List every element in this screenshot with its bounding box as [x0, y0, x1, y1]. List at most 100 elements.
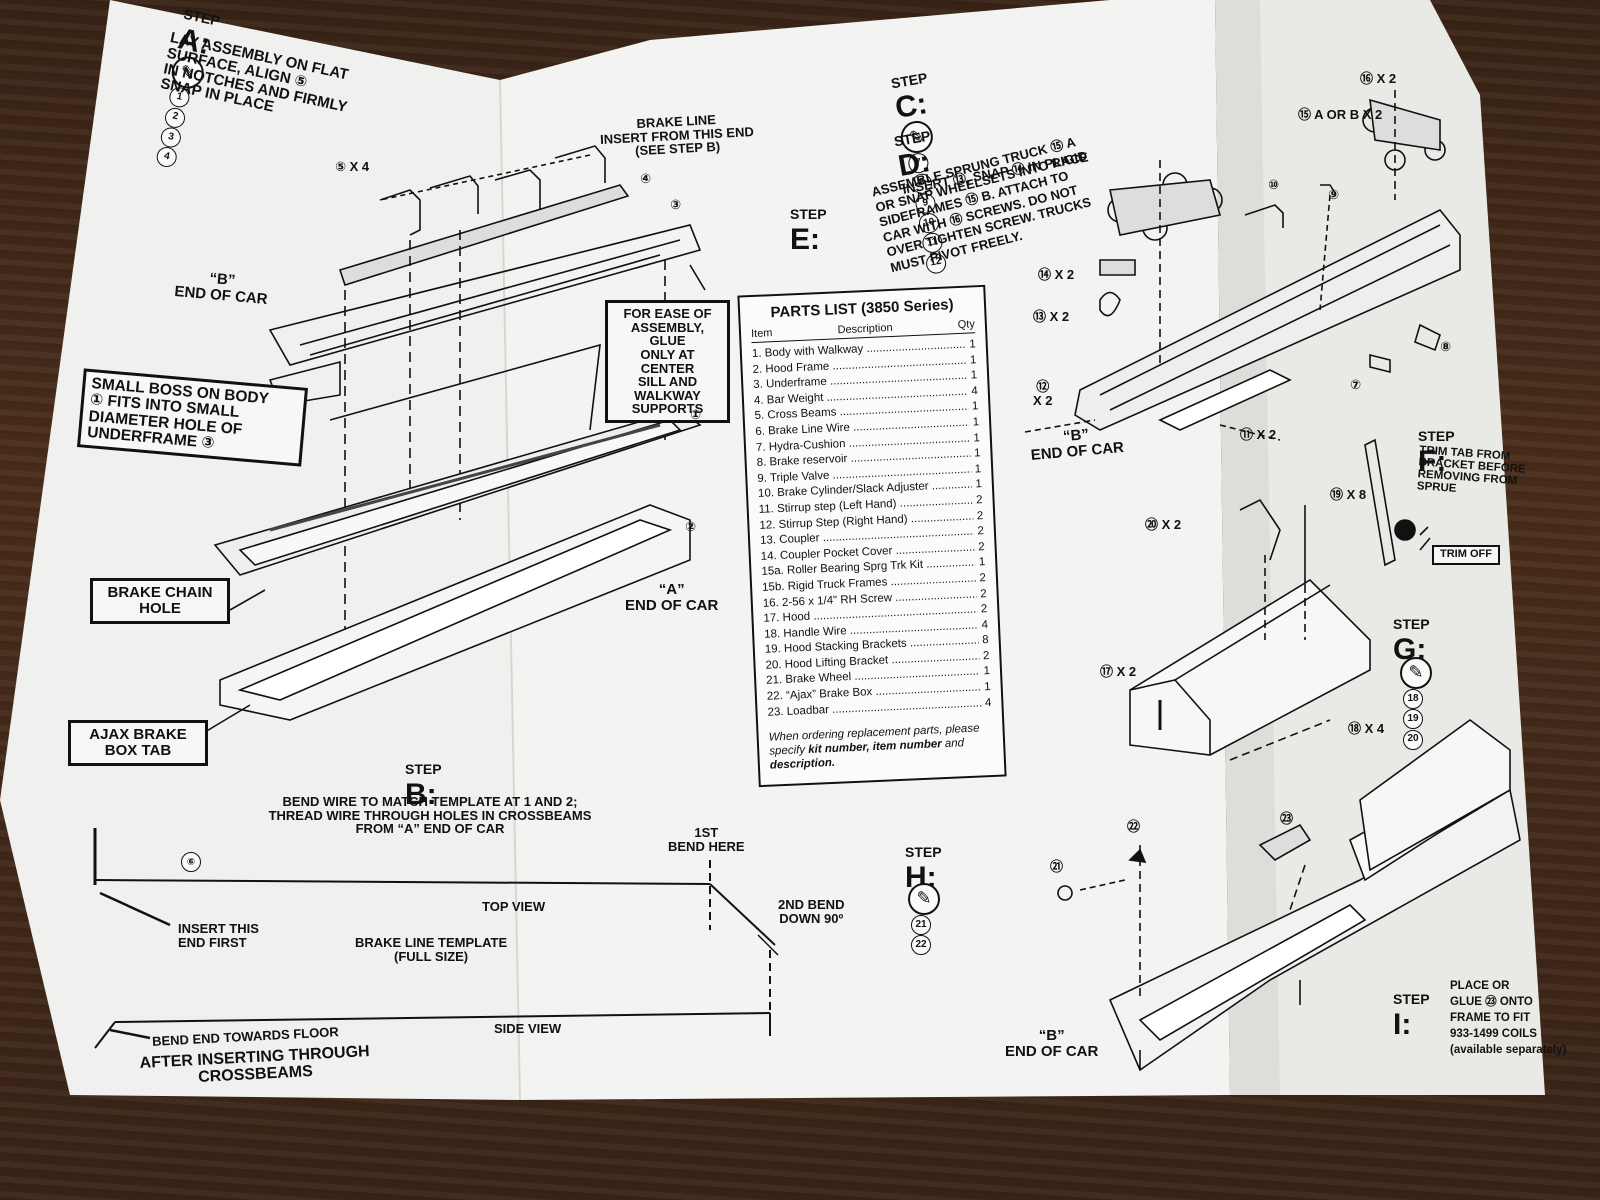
- template-part-6: ⑥: [181, 852, 201, 872]
- parts-list-rows: 1. Body with Walkway12. Hood Frame13. Un…: [752, 337, 992, 721]
- part-qty: 2: [975, 494, 983, 507]
- part-17-callout: ⑰ x 2: [1100, 664, 1137, 679]
- step-a-part-4: 4: [154, 145, 179, 169]
- part-qty: 1: [971, 400, 979, 413]
- step-f-word: STEP: [1418, 427, 1455, 444]
- insert-end-first-label: INSERT THIS END FIRST: [178, 921, 259, 950]
- step-b-instructions: BEND WIRE TO MATCH TEMPLATE AT 1 AND 2; …: [268, 794, 592, 837]
- part-qty: 2: [979, 571, 987, 585]
- part-qty: 1: [974, 462, 982, 476]
- step-g-part-18: 18: [1403, 689, 1423, 710]
- part-qty: 1: [973, 431, 981, 445]
- part-16-callout: ⑯ x 2: [1360, 71, 1397, 86]
- parts-list-note: When ordering replacement parts, please …: [768, 721, 994, 773]
- col-item: Item: [750, 327, 773, 341]
- step-e-header: STEP E:: [790, 190, 827, 255]
- step-h-part-22: 22: [911, 935, 931, 956]
- part-19-callout: ⑲ x 8: [1330, 487, 1367, 502]
- step-i-word: STEP: [1393, 990, 1430, 1007]
- first-bend-label: 1st BEND HERE: [668, 825, 745, 854]
- step-a-part-2: 2: [163, 105, 187, 130]
- part-qty: 2: [976, 509, 984, 522]
- step-g-part-20: 20: [1403, 729, 1423, 750]
- part-qty: 4: [971, 385, 979, 398]
- step-i-header: STEP I:: [1393, 975, 1430, 1040]
- col-qty: Qty: [957, 318, 976, 332]
- part-18-callout: ⑱ x 4: [1348, 721, 1385, 736]
- step-h-part-21: 21: [911, 915, 931, 936]
- part-7-callout: ⑦: [1350, 377, 1362, 392]
- second-bend-label: 2nd BEND DOWN 90º: [778, 897, 845, 926]
- part-qty: 2: [982, 649, 990, 663]
- part-14-callout: ⑭ x 2: [1038, 267, 1075, 282]
- trim-off-label: TRIM OFF: [1432, 545, 1500, 565]
- part-qty: 1: [969, 338, 976, 351]
- a-end-of-car: “A” END OF CAR: [625, 581, 719, 614]
- part-2-callout: ②: [685, 519, 697, 534]
- part-13-callout: ⑬ x 2: [1033, 309, 1070, 324]
- step-f-instructions: TRIM TAB FROM BRACKET BEFORE REMOVING FR…: [1416, 444, 1527, 496]
- part-qty: 2: [977, 525, 985, 538]
- step-i-letter: I:: [1393, 1007, 1412, 1041]
- glue-tube-icon-h: ✎: [908, 882, 940, 915]
- step-g-header: STEP G:: [1393, 600, 1430, 665]
- step-a-part-3: 3: [159, 125, 183, 150]
- brake-chain-hole-callout: BRAKE CHAIN HOLE: [90, 578, 230, 624]
- exploded-car-drawing: [199, 145, 706, 736]
- note-mid: and: [941, 737, 965, 751]
- parts-list-table: PARTS LIST (3850 Series) Item Descriptio…: [737, 284, 1007, 788]
- part-qty: 1: [973, 447, 981, 460]
- parts-list-title: PARTS LIST (3850 Series): [770, 296, 954, 322]
- brake-line-insert-callout: BRAKE LINE INSERT FROM THIS END (SEE STE…: [599, 111, 755, 159]
- part-20-callout: ⑳ x 2: [1145, 517, 1182, 532]
- part-23-callout: ㉓: [1280, 811, 1294, 826]
- step-b-word: STEP: [405, 760, 442, 777]
- step-h-parts: ✎ 21 22: [908, 866, 946, 956]
- part-11-callout: ⑪ x 2: [1240, 427, 1277, 442]
- brake-line-template-drawing: [93, 828, 779, 1049]
- step-b-letter: B:: [405, 777, 437, 811]
- template-title: BRAKE LINE TEMPLATE (FULL SIZE): [355, 935, 508, 964]
- part-qty: 1: [969, 353, 977, 367]
- b-end-of-car-bottom: “B” END OF CAR: [1005, 1027, 1099, 1060]
- part-qty: 2: [979, 587, 987, 600]
- part-15-callout: ⑮ a or b x 2: [1298, 107, 1383, 122]
- part-1-callout: ①: [690, 407, 702, 422]
- part-qty: 1: [978, 556, 986, 569]
- part-4-callout: ④: [640, 171, 652, 186]
- part-12-callout: ⑫ x 2: [1033, 379, 1053, 408]
- part-qty: 2: [977, 540, 985, 554]
- step-b-header: STEP B:: [405, 745, 442, 810]
- part-5-callout: ⑤ x 4: [335, 159, 370, 174]
- step-g-part-19: 19: [1403, 709, 1423, 730]
- step-f-letter: F:: [1418, 444, 1447, 478]
- part-3-callout: ③: [670, 197, 682, 212]
- ease-of-assembly-callout: FOR EASE OF ASSEMBLY, GLUE ONLY AT CENTE…: [605, 300, 730, 424]
- part-10-callout: ⑩: [1268, 177, 1280, 192]
- part-qty: 2: [980, 603, 988, 616]
- step-g-word: STEP: [1393, 615, 1430, 632]
- col-description: Description: [837, 321, 893, 337]
- side-view-label: SIDE VIEW: [494, 1021, 562, 1036]
- part-qty: 4: [984, 696, 992, 709]
- glue-tube-icon-g: ✎: [1400, 656, 1432, 689]
- step-g-parts: ✎ 18 19 20: [1400, 640, 1438, 750]
- trucks-underframe-drawing: [1024, 90, 1461, 567]
- note-bold-2: description.: [769, 757, 836, 772]
- step-i-instructions: PLACE OR GLUE ㉓ ONTO FRAME TO FIT 933-14…: [1450, 980, 1567, 1057]
- part-22-callout: ㉒: [1127, 819, 1141, 834]
- step-e-word: STEP: [790, 205, 827, 222]
- part-qty: 1: [970, 369, 978, 382]
- part-21-callout: ㉑: [1050, 859, 1064, 874]
- paper-shadow-fold: [1215, 0, 1280, 1095]
- part-8-callout: ⑧: [1440, 339, 1452, 354]
- top-view-label: TOP VIEW: [482, 899, 546, 914]
- part-qty: 4: [981, 618, 989, 631]
- part-qty: 1: [975, 478, 983, 491]
- part-qty: 8: [981, 634, 989, 647]
- step-e-letter: E:: [790, 222, 820, 256]
- part-qty: 1: [984, 681, 991, 694]
- part-9-callout: ⑨: [1328, 187, 1340, 202]
